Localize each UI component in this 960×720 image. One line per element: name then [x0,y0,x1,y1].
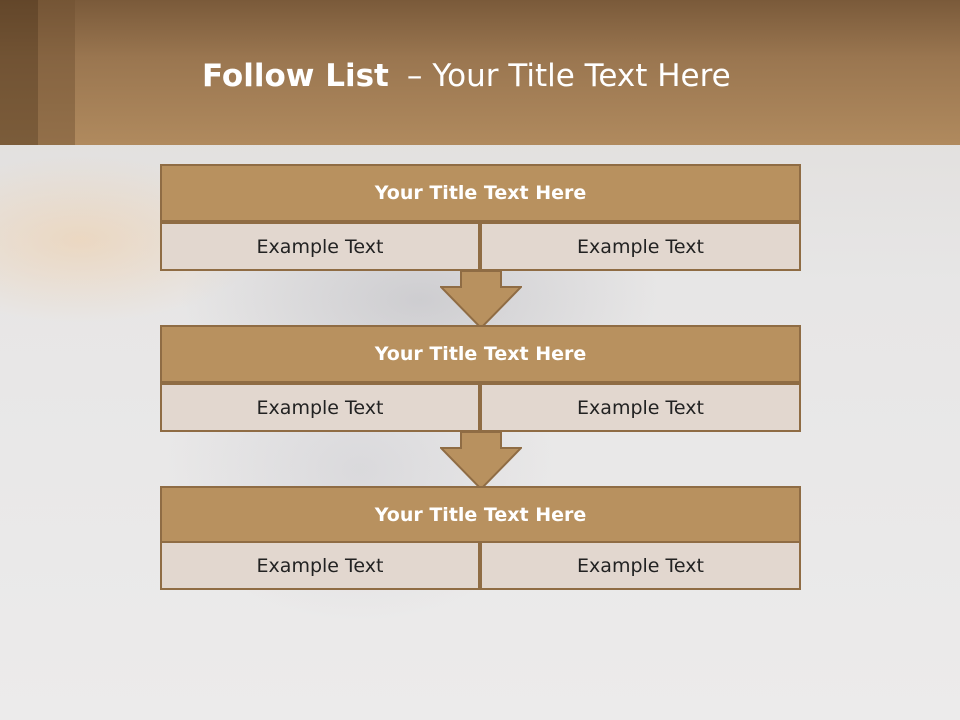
step-title: Your Title Text Here [160,164,801,222]
step-left-text: Example Text [160,383,480,432]
step-right-text: Example Text [480,222,801,271]
slide-title-bold: Follow List [202,58,389,94]
down-arrow-icon [440,431,522,491]
step-left-text: Example Text [160,222,480,271]
step-right-text: Example Text [480,541,801,590]
slide-title-rest: Your Title Text Here [432,58,731,94]
step-right-text: Example Text [480,383,801,432]
step-title: Your Title Text Here [160,325,801,383]
step-title: Your Title Text Here [160,486,801,544]
step-left-text: Example Text [160,541,480,590]
down-arrow-icon [440,270,522,330]
decorative-stripe [0,0,38,145]
title-bar: Follow List–Your Title Text Here [0,0,960,145]
slide-title-dash: – [406,58,423,94]
slide-title: Follow List–Your Title Text Here [202,56,731,96]
decorative-stripe [38,0,75,145]
